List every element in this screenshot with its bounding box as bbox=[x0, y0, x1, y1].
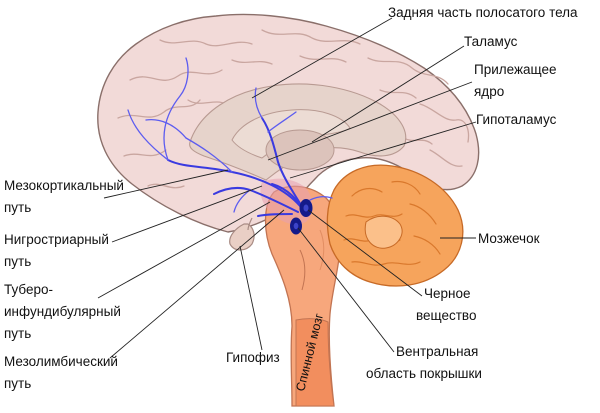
label-thalamus: Таламус bbox=[464, 34, 518, 49]
label-mesolimbic-line1: Мезолимбический bbox=[4, 354, 118, 369]
leader-nucleus-accumbens bbox=[267, 81, 473, 161]
label-vta-line1: Вентральная bbox=[396, 344, 478, 359]
leader-thalamus bbox=[311, 45, 465, 143]
label-posterior-striatum: Задняя часть полосатого тела bbox=[388, 5, 578, 20]
label-hypothalamus: Гипоталамус bbox=[476, 112, 557, 127]
leader-hypothalamus bbox=[289, 121, 477, 179]
label-vta-line2: область покрышки bbox=[366, 366, 482, 381]
label-nigrostriatal-line2: путь bbox=[4, 254, 31, 269]
dopamine-pathways bbox=[127, 57, 333, 235]
leader-lines bbox=[97, 17, 477, 359]
label-mesocortical-line1: Мезокортикальный bbox=[4, 178, 124, 193]
labels: Задняя часть полосатого тела Таламус При… bbox=[4, 5, 578, 393]
leader-mesocortical bbox=[103, 169, 229, 199]
leader-tuberoinfundibular bbox=[97, 201, 271, 299]
leader-posterior-striatum bbox=[251, 17, 393, 99]
spinal-cord bbox=[295, 318, 335, 407]
leader-mesolimbic bbox=[109, 209, 285, 359]
label-tuberoinfundibular-line3: путь bbox=[4, 326, 31, 341]
pituitary-gland bbox=[229, 217, 255, 251]
cerebellum bbox=[326, 164, 464, 287]
thalamus-region bbox=[265, 129, 335, 171]
label-tuberoinfundibular-line2: инфундибулярный bbox=[4, 304, 121, 319]
label-mesolimbic-line2: путь bbox=[4, 376, 31, 391]
label-nucleus-accumbens-line1: Прилежащее bbox=[474, 62, 557, 77]
label-nucleus-accumbens-line2: ядро bbox=[474, 84, 504, 99]
label-tuberoinfundibular-line1: Туберо- bbox=[4, 282, 53, 297]
leader-nigrostriatal bbox=[111, 185, 263, 243]
label-cerebellum: Мозжечок bbox=[478, 231, 540, 246]
label-pituitary: Гипофиз bbox=[226, 350, 280, 365]
leader-vta bbox=[297, 227, 395, 353]
label-mesocortical-line2: путь bbox=[4, 200, 31, 215]
leader-pituitary bbox=[239, 245, 263, 351]
label-substantia-nigra-line1: Черное bbox=[424, 286, 471, 301]
leader-substantia-nigra bbox=[307, 209, 423, 297]
label-substantia-nigra-line2: вещество bbox=[416, 308, 476, 323]
label-nigrostriatal-line1: Нигростриарный bbox=[4, 232, 109, 247]
